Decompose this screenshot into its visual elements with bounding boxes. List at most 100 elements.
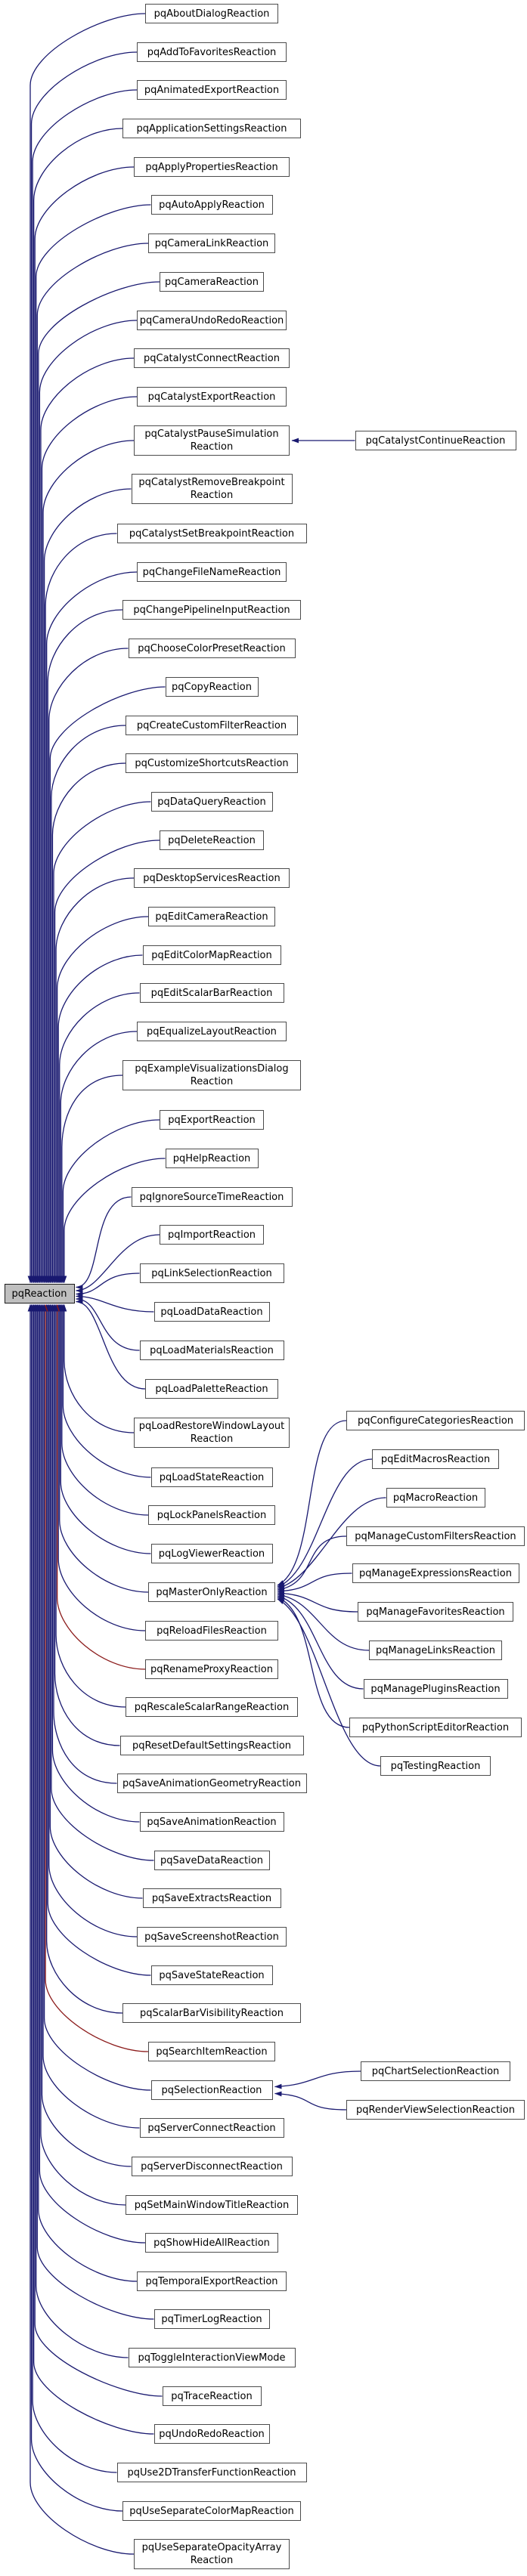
class-node-pqCopyReaction[interactable]: pqCopyReaction: [165, 677, 259, 697]
class-node-pqRescaleScalarRangeReaction[interactable]: pqRescaleScalarRangeReaction: [126, 1697, 298, 1717]
class-node-label-line2: Reaction: [190, 490, 234, 501]
class-node-pqSetMainWindowTitleReaction[interactable]: pqSetMainWindowTitleReaction: [126, 2195, 298, 2215]
class-node-pqManageFavoritesReaction[interactable]: pqManageFavoritesReaction: [358, 1602, 513, 1622]
inheritance-edge: [42, 533, 117, 1283]
class-node-pqReloadFilesReaction[interactable]: pqReloadFilesReaction: [145, 1621, 278, 1641]
inheritance-edge: [76, 1273, 140, 1297]
inheritance-edge: [277, 1573, 352, 1594]
class-node-pqDataQueryReaction[interactable]: pqDataQueryReaction: [150, 792, 273, 812]
class-node-pqApplicationSettingsReaction[interactable]: pqApplicationSettingsReaction: [122, 119, 301, 138]
class-node-pqCatalystContinueReaction[interactable]: pqCatalystContinueReaction: [355, 431, 516, 450]
class-node-pqApplyPropertiesReaction[interactable]: pqApplyPropertiesReaction: [134, 157, 290, 177]
class-node-label: pqSaveStateReaction: [159, 1969, 265, 1981]
class-node-pqChooseColorPresetReaction[interactable]: pqChooseColorPresetReaction: [128, 639, 296, 658]
class-node-pqRenderViewSelectionReaction[interactable]: pqRenderViewSelectionReaction: [346, 2100, 525, 2120]
class-node-pqCameraUndoRedoReaction[interactable]: pqCameraUndoRedoReaction: [137, 311, 287, 330]
class-node-pqLockPanelsReaction[interactable]: pqLockPanelsReaction: [148, 1505, 275, 1525]
class-node-pqAnimatedExportReaction[interactable]: pqAnimatedExportReaction: [137, 80, 287, 100]
class-node-pqSaveDataReaction[interactable]: pqSaveDataReaction: [153, 1851, 270, 1870]
class-node-pqToggleInteractionViewMode[interactable]: pqToggleInteractionViewMode: [128, 2348, 296, 2367]
class-node-label: pqTraceReaction: [171, 2390, 253, 2402]
class-node-pqReaction[interactable]: pqReaction: [4, 1284, 75, 1303]
class-node-pqManageExpressionsReaction[interactable]: pqManageExpressionsReaction: [352, 1563, 519, 1583]
class-node-pqLinkSelectionReaction[interactable]: pqLinkSelectionReaction: [139, 1263, 284, 1283]
class-node-pqEditColorMapReaction[interactable]: pqEditColorMapReaction: [142, 945, 281, 965]
class-node-pqCatalystConnectReaction[interactable]: pqCatalystConnectReaction: [134, 348, 290, 368]
inheritance-edge: [76, 1296, 140, 1351]
class-node-pqConfigureCategoriesReaction[interactable]: pqConfigureCategoriesReaction: [346, 1411, 525, 1430]
class-node-pqEqualizeLayoutReaction[interactable]: pqEqualizeLayoutReaction: [137, 1022, 287, 1041]
class-node-pqMasterOnlyReaction[interactable]: pqMasterOnlyReaction: [148, 1582, 275, 1602]
class-node-label: pqReaction: [11, 1288, 67, 1300]
class-node-pqScalarBarVisibilityReaction[interactable]: pqScalarBarVisibilityReaction: [122, 2003, 301, 2023]
inheritance-edge: [42, 1304, 149, 2052]
class-node-pqServerConnectReaction[interactable]: pqServerConnectReaction: [139, 2118, 284, 2138]
class-node-pqIgnoreSourceTimeReaction[interactable]: pqIgnoreSourceTimeReaction: [131, 1187, 293, 1207]
inheritance-edge: [60, 1304, 151, 1478]
class-node-pqEditMacrosReaction[interactable]: pqEditMacrosReaction: [372, 1449, 499, 1469]
class-node-pqTimerLogReaction[interactable]: pqTimerLogReaction: [153, 2309, 270, 2329]
class-node-pqDesktopServicesReaction[interactable]: pqDesktopServicesReaction: [134, 868, 290, 888]
class-node-pqShowHideAllReaction[interactable]: pqShowHideAllReaction: [145, 2233, 278, 2253]
class-node-pqLogViewerReaction[interactable]: pqLogViewerReaction: [150, 1544, 273, 1563]
class-node-pqSaveAnimationReaction[interactable]: pqSaveAnimationReaction: [139, 1812, 284, 1832]
class-node-pqSaveScreenshotReaction[interactable]: pqSaveScreenshotReaction: [137, 1927, 287, 1947]
class-node-label: pqSearchItemReaction: [156, 2046, 268, 2058]
class-node-pqAddToFavoritesReaction[interactable]: pqAddToFavoritesReaction: [137, 42, 287, 62]
class-node-label: pqApplyPropertiesReaction: [145, 161, 278, 173]
class-node-label: pqEditColorMapReaction: [151, 949, 272, 961]
class-node-pqHelpReaction[interactable]: pqHelpReaction: [165, 1149, 259, 1168]
class-node-label: pqLoadPaletteReaction: [155, 1383, 268, 1395]
class-node-pqCreateCustomFilterReaction[interactable]: pqCreateCustomFilterReaction: [126, 716, 298, 735]
class-node-pqCustomizeShortcutsReaction[interactable]: pqCustomizeShortcutsReaction: [126, 753, 298, 773]
class-node-pqTemporalExportReaction[interactable]: pqTemporalExportReaction: [137, 2271, 287, 2291]
class-node-pqResetDefaultSettingsReaction[interactable]: pqResetDefaultSettingsReaction: [119, 1736, 304, 1755]
class-node-pqCameraReaction[interactable]: pqCameraReaction: [160, 272, 264, 292]
class-node-pqLoadStateReaction[interactable]: pqLoadStateReaction: [150, 1467, 273, 1487]
class-node-pqSelectionReaction[interactable]: pqSelectionReaction: [150, 2080, 273, 2100]
class-node-pqCameraLinkReaction[interactable]: pqCameraLinkReaction: [148, 233, 275, 253]
class-node-pqSaveExtractsReaction[interactable]: pqSaveExtractsReaction: [142, 1888, 281, 1908]
class-node-pqLoadMaterialsReaction[interactable]: pqLoadMaterialsReaction: [139, 1341, 284, 1360]
class-node-pqCatalystSetBreakpointReaction[interactable]: pqCatalystSetBreakpointReaction: [116, 524, 307, 543]
class-node-pqManageLinksReaction[interactable]: pqManageLinksReaction: [369, 1641, 502, 1660]
class-node-label: pqExportReaction: [168, 1114, 256, 1126]
class-node-pqImportReaction[interactable]: pqImportReaction: [160, 1225, 264, 1245]
class-node-label: pqCatalystConnectReaction: [143, 352, 280, 364]
class-node-label: pqTestingReaction: [390, 1760, 481, 1772]
class-node-pqEditCameraReaction[interactable]: pqEditCameraReaction: [148, 907, 275, 926]
class-node-pqTraceReaction[interactable]: pqTraceReaction: [162, 2386, 262, 2406]
class-node-pqLoadPaletteReaction[interactable]: pqLoadPaletteReaction: [145, 1379, 278, 1399]
class-node-pqCatalystExportReaction[interactable]: pqCatalystExportReaction: [137, 387, 287, 407]
class-node-pqAutoApplyReaction[interactable]: pqAutoApplyReaction: [150, 195, 273, 215]
class-node-pqSearchItemReaction[interactable]: pqSearchItemReaction: [148, 2042, 275, 2061]
class-node-pqUndoRedoReaction[interactable]: pqUndoRedoReaction: [153, 2424, 270, 2444]
class-node-pqServerDisconnectReaction[interactable]: pqServerDisconnectReaction: [131, 2157, 293, 2176]
class-node-pqRenameProxyReaction[interactable]: pqRenameProxyReaction: [145, 1659, 278, 1679]
class-node-pqEditScalarBarReaction[interactable]: pqEditScalarBarReaction: [139, 983, 284, 1003]
class-node-pqChangePipelineInputReaction[interactable]: pqChangePipelineInputReaction: [122, 600, 301, 620]
class-node-pqUseSeparateColorMapReaction[interactable]: pqUseSeparateColorMapReaction: [122, 2501, 301, 2521]
class-node-pqSaveStateReaction[interactable]: pqSaveStateReaction: [150, 1965, 273, 1985]
class-node-pqSaveAnimationGeometryReaction[interactable]: pqSaveAnimationGeometryReaction: [116, 1774, 307, 1793]
class-node-pqExportReaction[interactable]: pqExportReaction: [160, 1110, 264, 1130]
class-node-pqChangeFileNameReaction[interactable]: pqChangeFileNameReaction: [137, 562, 287, 582]
inheritance-edge: [50, 762, 126, 1283]
class-node-pqDeleteReaction[interactable]: pqDeleteReaction: [160, 830, 264, 850]
class-node-pqTestingReaction[interactable]: pqTestingReaction: [380, 1756, 491, 1776]
class-node-pqManageCustomFiltersReaction[interactable]: pqManageCustomFiltersReaction: [346, 1526, 525, 1546]
class-node-pqPythonScriptEditorReaction[interactable]: pqPythonScriptEditorReaction: [349, 1718, 522, 1737]
class-node-pqManagePluginsReaction[interactable]: pqManagePluginsReaction: [363, 1679, 508, 1699]
class-node-pqAboutDialogReaction[interactable]: pqAboutDialogReaction: [145, 4, 278, 23]
inheritance-edge: [48, 1304, 154, 1861]
class-node-pqLoadDataReaction[interactable]: pqLoadDataReaction: [153, 1302, 270, 1322]
class-node-pqChartSelectionReaction[interactable]: pqChartSelectionReaction: [361, 2061, 510, 2081]
class-node-pqMacroReaction[interactable]: pqMacroReaction: [386, 1488, 485, 1508]
class-node-pqUse2DTransferFunctionReaction[interactable]: pqUse2DTransferFunctionReaction: [116, 2463, 307, 2482]
